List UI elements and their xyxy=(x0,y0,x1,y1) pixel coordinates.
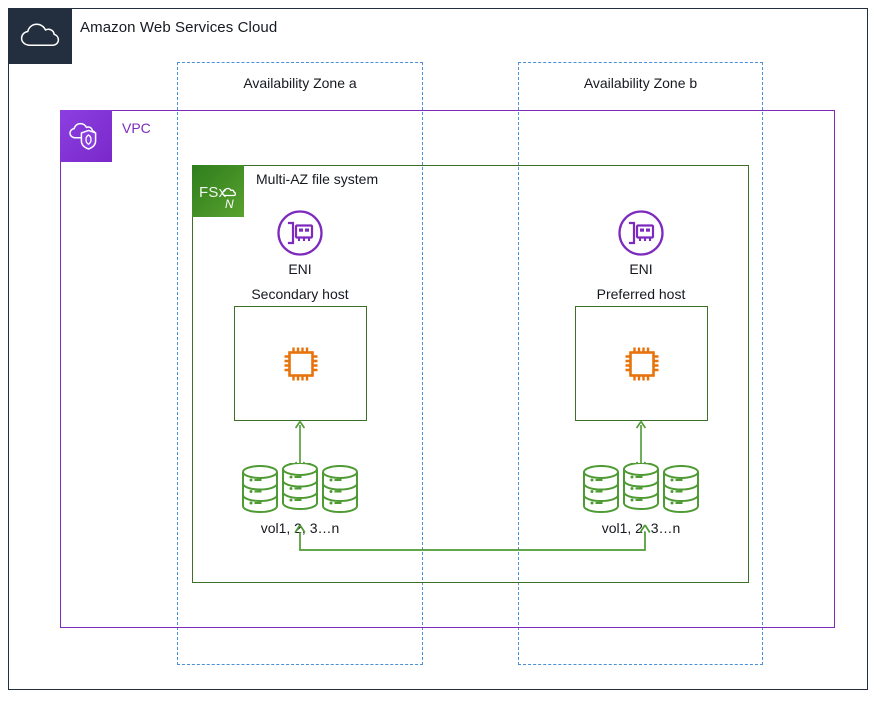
zone-b-volumes-label: vol1, 2, 3…n xyxy=(601,520,681,536)
zone-a-host-title: Secondary host xyxy=(251,286,349,302)
availability-zone-a-boundary xyxy=(177,62,423,665)
aws-cloud-boundary xyxy=(8,8,868,690)
eni-network-card-icon xyxy=(277,210,323,256)
svg-text:FSx: FSx xyxy=(199,184,227,201)
zone-b-eni-label: ENI xyxy=(629,261,653,277)
vpc-label: VPC xyxy=(122,120,151,136)
multi-az-file-system-boundary xyxy=(192,165,749,583)
volume-cylinders-icon xyxy=(582,463,699,514)
zone-a-eni: ENI xyxy=(200,208,400,277)
zone-a-volumes: vol1, 2, 3…n xyxy=(200,463,400,536)
aws-cloud-icon xyxy=(8,8,72,64)
zone-a-eni-label: ENI xyxy=(288,261,312,277)
fsx-netapp-ontap-icon: FSx N xyxy=(192,165,244,217)
volume-replication-link xyxy=(294,524,651,551)
zone-b-host-box xyxy=(575,306,708,421)
zone-a-host-box xyxy=(234,306,367,421)
availability-zone-b-boundary xyxy=(518,62,763,665)
vpc-cloud-shield-icon xyxy=(60,110,112,162)
zone-b-eni: ENI xyxy=(541,208,741,277)
volume-cylinders-icon xyxy=(241,463,358,514)
eni-network-card-icon xyxy=(618,210,664,256)
zone-a-volumes-label: vol1, 2, 3…n xyxy=(260,520,340,536)
availability-zone-a-label: Availability Zone a xyxy=(243,75,357,91)
zone-b-volumes: vol1, 2, 3…n xyxy=(541,463,741,536)
vpc-boundary xyxy=(60,110,835,628)
aws-cloud-title: Amazon Web Services Cloud xyxy=(80,19,278,36)
multi-az-file-system-label: Multi-AZ file system xyxy=(256,171,379,187)
svg-text:N: N xyxy=(225,197,234,211)
cpu-chip-icon xyxy=(625,347,658,380)
cpu-chip-icon xyxy=(284,347,317,380)
zone-b-host-title: Preferred host xyxy=(596,286,686,302)
availability-zone-b-label: Availability Zone b xyxy=(583,75,698,91)
